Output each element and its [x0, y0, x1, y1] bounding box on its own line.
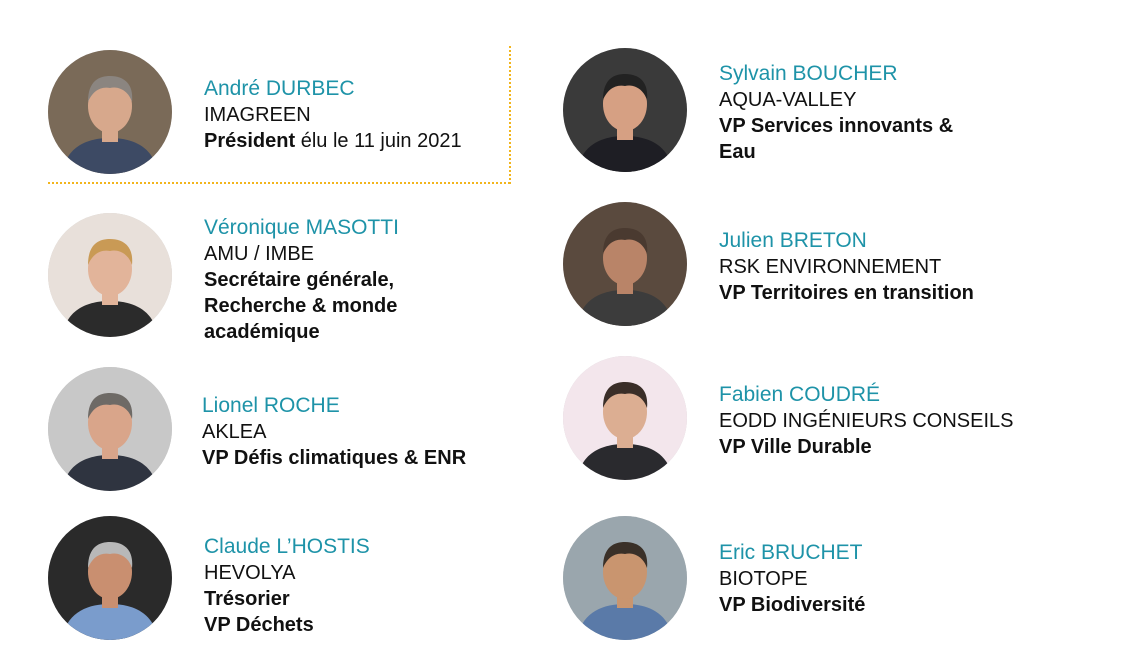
person-role: VP Territoires en transition [719, 282, 974, 304]
avatar [48, 516, 172, 640]
person-organization: AKLEA [202, 421, 267, 443]
divider-dotted-vertical [509, 46, 511, 184]
person-name: Claude L’HOSTIS [204, 535, 370, 558]
avatar [48, 213, 172, 337]
person-role: Président élu le 11 juin 2021 [204, 128, 564, 154]
avatar [563, 48, 687, 172]
portrait-illustration [563, 516, 687, 640]
person-role: VP Ville Durable [719, 436, 872, 458]
person-organization: AQUA-VALLEY [719, 89, 857, 111]
person-role: Secrétaire générale, Recherche & monde a… [204, 269, 398, 343]
person-organization: RSK ENVIRONNEMENT [719, 256, 942, 278]
person-card-roche: Lionel ROCHE AKLEA VP Défis climatiques … [48, 367, 568, 497]
person-role: VP Services innovants & Eau [719, 115, 954, 163]
person-name: Fabien COUDRÉ [719, 383, 881, 406]
avatar [48, 367, 172, 491]
person-card-masotti: Véronique MASOTTI AMU / IMBE Secrétaire … [48, 213, 568, 343]
portrait-illustration [563, 48, 687, 172]
avatar [563, 516, 687, 640]
person-name: Sylvain BOUCHER [719, 62, 898, 85]
divider-dotted-horizontal [48, 182, 510, 184]
person-organization: IMAGREEN [204, 104, 311, 126]
person-card-bruchet: Eric BRUCHET BIOTOPE VP Biodiversité [563, 516, 1083, 646]
avatar [563, 202, 687, 326]
person-card-lhostis: Claude L’HOSTIS HEVOLYA Trésorier VP Déc… [48, 516, 568, 646]
person-card-breton: Julien BRETON RSK ENVIRONNEMENT VP Terri… [563, 202, 1083, 332]
person-card-durbec: André DURBEC IMAGREEN Président élu le 1… [48, 50, 568, 180]
avatar [563, 356, 687, 480]
person-organization: BIOTOPE [719, 568, 808, 590]
portrait-illustration [48, 367, 172, 491]
person-role: VP Défis climatiques & ENR [202, 447, 467, 469]
person-name: Véronique MASOTTI [204, 216, 399, 239]
person-name: Lionel ROCHE [202, 394, 340, 417]
person-role: Trésorier VP Déchets [204, 588, 314, 636]
person-card-coudre: Fabien COUDRÉ EODD INGÉNIEURS CONSEILS V… [563, 356, 1083, 486]
role-title: Président [204, 130, 296, 152]
person-name: Eric BRUCHET [719, 541, 863, 564]
person-card-boucher: Sylvain BOUCHER AQUA-VALLEY VP Services … [563, 48, 1083, 178]
portrait-illustration [563, 202, 687, 326]
person-organization: EODD INGÉNIEURS CONSEILS [719, 410, 1014, 432]
role-detail: élu le 11 juin 2021 [295, 130, 462, 152]
person-name: Julien BRETON [719, 229, 867, 252]
person-organization: AMU / IMBE [204, 243, 315, 265]
portrait-illustration [48, 50, 172, 174]
person-organization: HEVOLYA [204, 562, 296, 584]
avatar [48, 50, 172, 174]
portrait-illustration [48, 213, 172, 337]
person-role: VP Biodiversité [719, 594, 866, 616]
person-name: André DURBEC [204, 77, 355, 100]
portrait-illustration [563, 356, 687, 480]
portrait-illustration [48, 516, 172, 640]
